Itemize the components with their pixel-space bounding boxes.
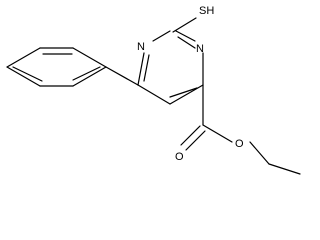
atom-label-carbonyl-o: O bbox=[175, 151, 184, 163]
bond-carbonyl-o-double-b bbox=[185, 130, 206, 151]
bond-c2-n3 bbox=[175, 30, 196, 42]
bond-carbonyl-o-single bbox=[202, 124, 233, 143]
bond-c2-n3-inner bbox=[177, 36, 196, 49]
bond-c2-s bbox=[172, 17, 197, 33]
bond-n1-c2 bbox=[152, 30, 171, 42]
bond-ph4-ph5 bbox=[6, 66, 41, 87]
bond-ph6-ph1-inner bbox=[72, 66, 101, 81]
atom-label-ester-o: O bbox=[235, 138, 244, 150]
bond-c4-c5-inner bbox=[169, 87, 198, 98]
structure-diagram: SH N N O O bbox=[6, 5, 301, 175]
bond-ph6-ph1 bbox=[72, 66, 107, 87]
bond-c6-n1 bbox=[137, 52, 145, 86]
bond-ph4-ph5-inner bbox=[12, 66, 43, 82]
ethyl-ester bbox=[180, 84, 301, 175]
bond-c6-phenyl bbox=[105, 66, 139, 86]
pyrimidine-ring bbox=[137, 30, 204, 105]
atom-label-sh: SH bbox=[199, 5, 214, 17]
atom-label-n-top: N bbox=[137, 41, 145, 53]
atom-label-n-right: N bbox=[196, 43, 204, 55]
bond-c5-c6 bbox=[137, 84, 171, 105]
bond-ch2-ch3 bbox=[268, 163, 301, 175]
bond-carbonyl-o-double-a bbox=[180, 125, 201, 146]
bond-o-ch2 bbox=[249, 141, 270, 165]
phenyl-ring bbox=[6, 47, 139, 87]
bond-ph1-ph2 bbox=[72, 47, 107, 68]
bond-ph3-ph4 bbox=[6, 47, 41, 68]
bond-c6-n1-inner bbox=[143, 54, 150, 82]
